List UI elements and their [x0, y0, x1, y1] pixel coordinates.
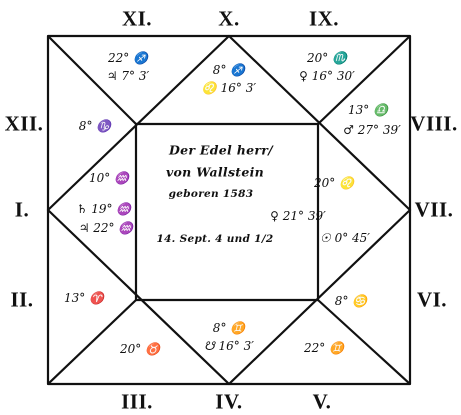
cusp-house-4: 8° ♊ [212, 321, 246, 335]
house-label-4: IV. [215, 389, 243, 414]
house-label-8: VIII. [410, 111, 458, 136]
cusp-house-9: 20° ♏ [306, 51, 348, 65]
inner-square [134, 122, 320, 302]
center-line-3: geboren 1583 [168, 188, 254, 200]
house-label-1: I. [14, 197, 30, 222]
house-label-9: IX. [308, 6, 340, 31]
planet-house-9: ♀ 16° 30′ [299, 69, 355, 83]
house-label-7: VII. [414, 197, 454, 222]
cusp-house-2: 13° ♈ [63, 291, 105, 305]
cusp-house-5: 22° ♊ [303, 341, 345, 355]
planet-house-1: ♄ 19° ♒ [76, 202, 132, 216]
center-line-1: Der Edel herr/ [168, 142, 274, 158]
house-label-3: III. [121, 389, 153, 414]
house-label-6: VI. [416, 287, 448, 312]
planet-house-4: ☋ 16° 3′ [204, 339, 254, 353]
planet-house-1-b: ♃ 22° ♒ [78, 221, 134, 235]
cusp-house-10: 8° ♐ [212, 63, 246, 77]
planet-house-10: ♌ 16° 3′ [201, 81, 257, 95]
diagonal-bottom-right [317, 299, 411, 385]
cusp-house-1: 10° ♒ [88, 171, 130, 185]
planet-house-7: ♀ 21° 39′ [270, 209, 326, 223]
cusp-house-8: 13° ♎ [347, 103, 389, 117]
house-label-10: X. [218, 6, 240, 31]
house-label-5: V. [312, 389, 332, 414]
diagonal-bottom-left [47, 299, 137, 385]
cusp-house-12: 8° ♑ [78, 119, 112, 133]
cusp-house-11: 22° ♐ [107, 51, 149, 65]
midpoint-diamond [46, 34, 412, 386]
cusp-house-7: 20° ♌ [313, 176, 355, 190]
planet-house-8: ♂ 27° 39′ [343, 123, 401, 137]
house-label-12: XII. [4, 111, 44, 136]
diagonal-top-right [317, 35, 411, 125]
center-line-4: 14. Sept. 4 und 1/2 [156, 233, 274, 245]
house-label-11: XI. [121, 6, 153, 31]
cusp-house-3: 20° ♉ [119, 342, 161, 356]
diagonal-top-left [47, 35, 137, 125]
planet-house-11: ♃ 7° 3′ [106, 69, 150, 83]
planet-house-7-b: ☉ 0° 45′ [319, 231, 371, 245]
house-label-2: II. [10, 287, 34, 312]
center-line-2: von Wallstein [165, 164, 265, 180]
cusp-house-6: 8° ♋ [334, 294, 368, 308]
